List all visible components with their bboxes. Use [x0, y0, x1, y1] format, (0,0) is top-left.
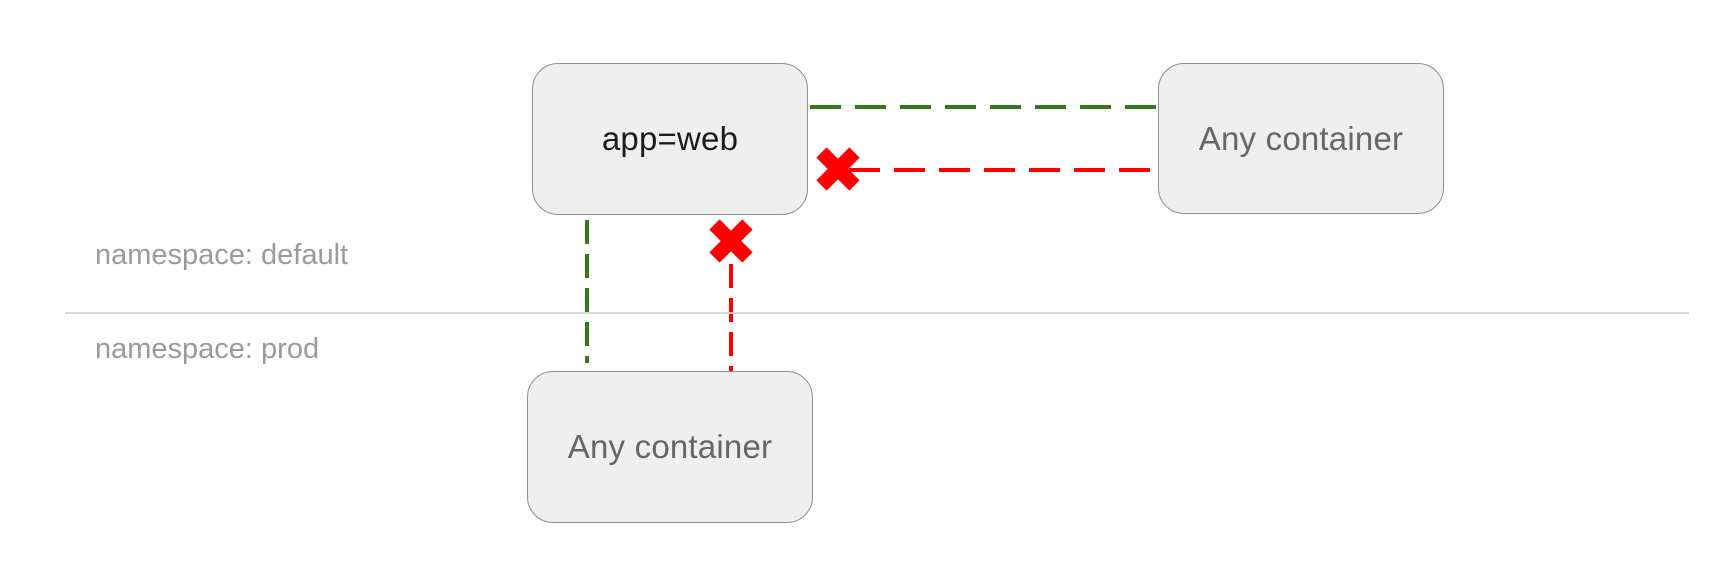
- node-any-container-prod: Any container: [527, 371, 813, 523]
- node-app-web: app=web: [532, 63, 808, 215]
- node-app-web-label: app=web: [601, 120, 739, 157]
- blocked-x-icon: [816, 147, 860, 191]
- namespace-prod-label: namespace: prod: [95, 333, 320, 365]
- blocked-x-icon: [709, 219, 753, 263]
- namespace-divider: [65, 312, 1689, 314]
- namespace-default-label: namespace: default: [95, 239, 349, 271]
- node-any-container-default-label: Any container: [1198, 119, 1404, 157]
- node-any-container-default: Any container: [1158, 63, 1444, 214]
- node-any-container-prod-label: Any container: [567, 428, 773, 465]
